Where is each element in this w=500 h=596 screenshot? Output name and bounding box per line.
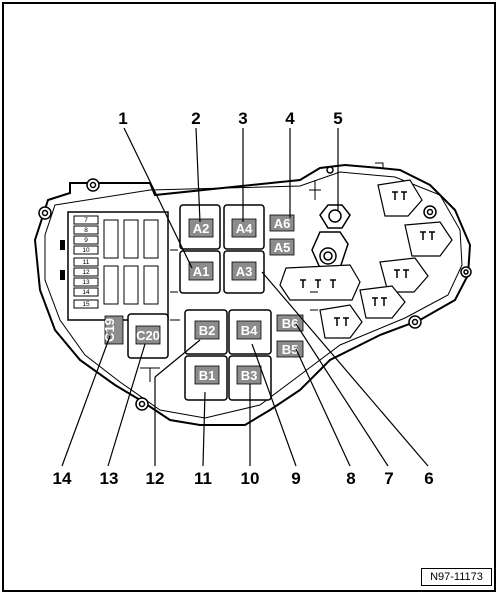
fuse-number-7: 7 <box>84 217 88 224</box>
callout-8: 8 <box>346 469 355 488</box>
label-b1: B1 <box>199 368 216 383</box>
label-a5: A5 <box>274 240 291 255</box>
fuse-number-15: 15 <box>82 301 90 308</box>
label-b2: B2 <box>199 323 216 338</box>
callout-7: 7 <box>384 469 393 488</box>
housing-outline <box>33 163 472 426</box>
callout-12: 12 <box>146 469 165 488</box>
figure-reference-code: N97-11173 <box>421 568 492 586</box>
maxi-fuses <box>103 219 159 305</box>
callout-11: 11 <box>194 469 212 488</box>
label-c20: C20 <box>136 328 160 343</box>
callout-3: 3 <box>238 109 247 128</box>
label-a3: A3 <box>236 264 253 279</box>
mounting-screws <box>38 166 472 411</box>
fuse-number-10: 10 <box>82 247 90 254</box>
relay-label-boxes <box>104 214 304 385</box>
callout-10: 10 <box>241 469 260 488</box>
label-b5: B5 <box>282 342 299 357</box>
label-a2: A2 <box>193 221 210 236</box>
fuse-number-13: 13 <box>82 279 90 286</box>
fuse-number-8: 8 <box>84 227 88 234</box>
label-a6: A6 <box>274 216 291 231</box>
callout-13: 13 <box>100 469 119 488</box>
callout-14: 14 <box>53 469 72 488</box>
callout-1: 1 <box>118 109 127 128</box>
label-b4: B4 <box>241 323 258 338</box>
label-c19: C19 <box>102 318 117 342</box>
left-side-markers <box>60 240 65 280</box>
fuse-number-11: 11 <box>83 259 90 266</box>
housing-inner-outline <box>44 171 463 419</box>
label-a4: A4 <box>236 221 253 236</box>
label-b3: B3 <box>241 368 258 383</box>
fuse-number-14: 14 <box>82 289 90 296</box>
callout-5: 5 <box>333 109 342 128</box>
diagram-frame <box>2 2 496 592</box>
bolt-terminals <box>311 204 351 269</box>
fuse-number-9: 9 <box>84 237 88 244</box>
callout-9: 9 <box>291 469 300 488</box>
callout-4: 4 <box>285 109 295 128</box>
right-connectors <box>279 179 453 339</box>
label-a1: A1 <box>193 264 210 279</box>
callout-6: 6 <box>424 469 433 488</box>
fuse-slots <box>73 215 99 309</box>
connector-pins <box>300 191 435 326</box>
fuse-number-12: 12 <box>82 269 90 276</box>
label-b6: B6 <box>282 316 299 331</box>
callout-2: 2 <box>191 109 200 128</box>
misc-details <box>140 162 384 382</box>
leader-lines <box>61 127 429 467</box>
